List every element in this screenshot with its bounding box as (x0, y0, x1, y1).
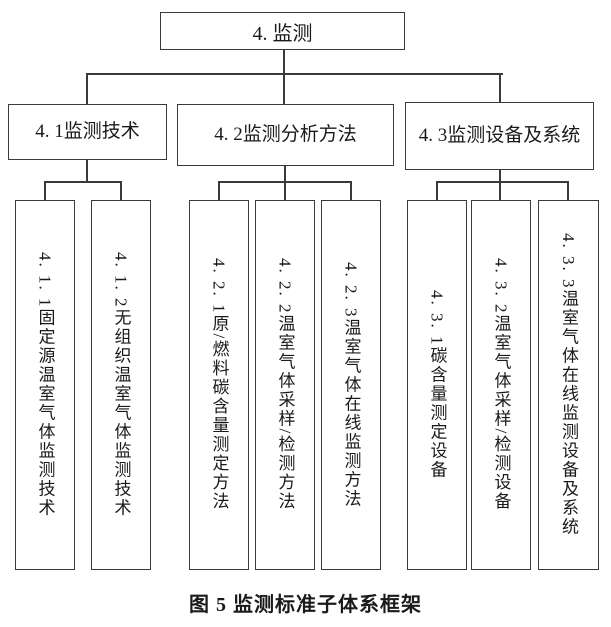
connector-drop-4-1 (86, 73, 88, 104)
connector-drop-4-1-2 (120, 181, 122, 200)
connector-drop-4-3-3 (567, 181, 569, 200)
node-4-3-2-label: 4. 3. 2温室气体采样/检测设备 (491, 258, 511, 512)
node-4-3-3: 4. 3. 3温室气体在线监测设备及系统 (538, 200, 599, 570)
node-4-1: 4. 1监测技术 (8, 104, 167, 160)
connector-drop-4-3-1 (436, 181, 438, 200)
node-4-1-1-label: 4. 1. 1固定源温室气体监测技术 (35, 252, 55, 518)
connector-drop-4-3-2 (499, 181, 501, 200)
node-4-2-label: 4. 2监测分析方法 (214, 124, 357, 146)
connector-level2-rail (86, 73, 503, 75)
connector-stem-4-3 (499, 170, 501, 183)
connector-drop-4-2-2 (284, 181, 286, 200)
node-4-1-2: 4. 1. 2无组织温室气体监测技术 (91, 200, 151, 570)
node-4-1-1: 4. 1. 1固定源温室气体监测技术 (15, 200, 75, 570)
connector-drop-4-2-1 (218, 181, 220, 200)
node-4-3-1: 4. 3. 1碳含量测定设备 (407, 200, 467, 570)
node-4-1-label: 4. 1监测技术 (35, 121, 140, 143)
connector-stem-4-2 (284, 166, 286, 183)
figure-caption: 图 5 监测标准子体系框架 (189, 594, 422, 616)
node-4-2-1: 4. 2. 1原/燃料碳含量测定方法 (189, 200, 249, 570)
connector-rail-4-3 (436, 181, 568, 183)
node-4-3-3-label: 4. 3. 3温室气体在线监测设备及系统 (559, 233, 578, 537)
node-4-2-3-label: 4. 2. 3温室气体在线监测方法 (341, 261, 361, 509)
node-4-2-3: 4. 2. 3温室气体在线监测方法 (321, 200, 381, 570)
connector-drop-4-1-1 (44, 181, 46, 200)
node-root: 4. 监测 (160, 12, 405, 50)
connector-drop-4-2 (283, 73, 285, 104)
node-4-1-2-label: 4. 1. 2无组织温室气体监测技术 (111, 252, 131, 518)
node-root-label: 4. 监测 (252, 22, 313, 45)
connector-stem-4-1 (86, 160, 88, 183)
node-4-3: 4. 3监测设备及系统 (405, 102, 594, 170)
node-4-3-label: 4. 3监测设备及系统 (418, 125, 581, 147)
node-4-2-1-label: 4. 2. 1原/燃料碳含量测定方法 (209, 258, 229, 512)
connector-drop-4-2-3 (350, 181, 352, 200)
node-4-2: 4. 2监测分析方法 (177, 104, 394, 166)
node-4-3-2: 4. 3. 2温室气体采样/检测设备 (471, 200, 531, 570)
connector-root-stem (283, 50, 285, 73)
connector-rail-4-1 (44, 181, 122, 183)
node-4-3-1-label: 4. 3. 1碳含量测定设备 (427, 290, 447, 480)
node-4-2-2-label: 4. 2. 2温室气体采样/检测方法 (275, 258, 295, 512)
node-4-2-2: 4. 2. 2温室气体采样/检测方法 (255, 200, 315, 570)
connector-drop-4-3 (499, 73, 501, 102)
